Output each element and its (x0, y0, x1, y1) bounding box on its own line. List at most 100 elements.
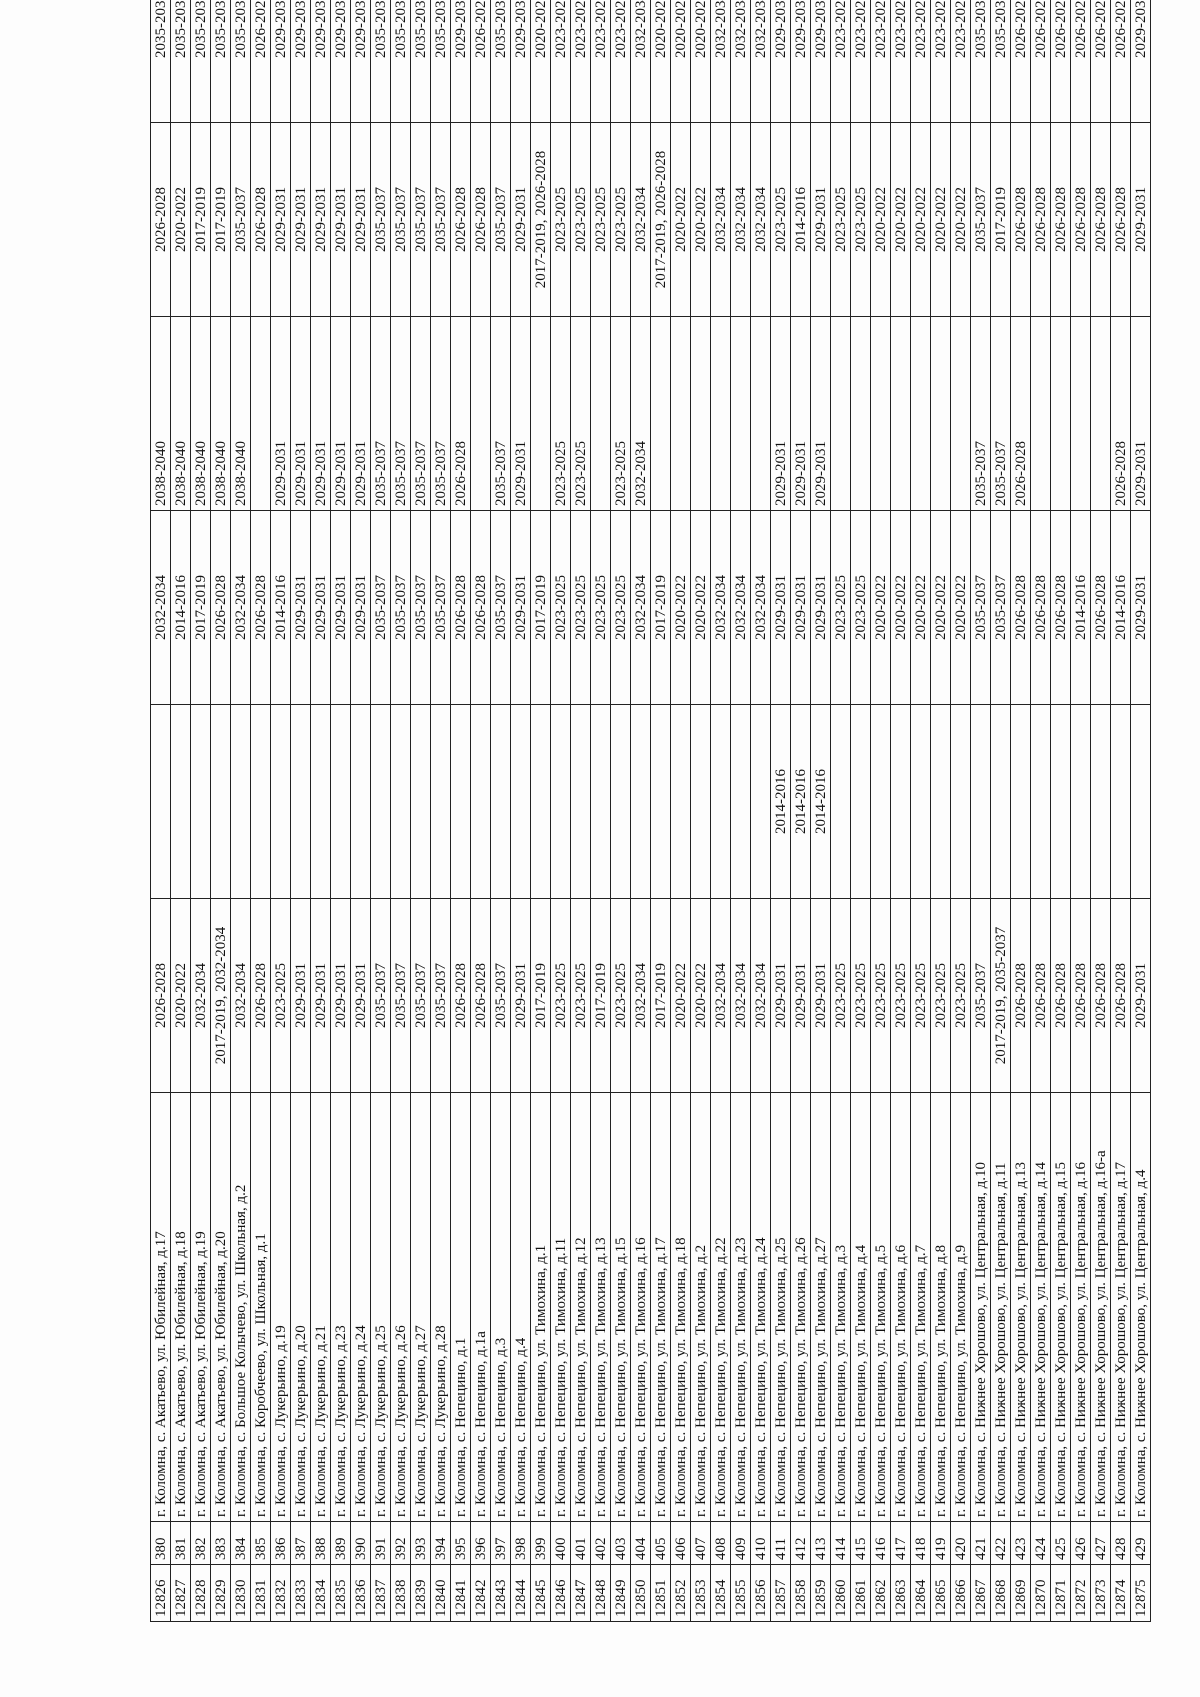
cell-c5: 2020-2022 (950, 122, 971, 317)
cell-addr: г. Коломна, с. Нижнее Хорошово, ул. Цент… (1090, 1092, 1111, 1522)
cell-c3: 2020-2022 (870, 510, 891, 705)
cell-id: 12874 (1110, 1564, 1131, 1622)
cell-c2 (350, 704, 371, 899)
cell-id: 12832 (270, 1564, 291, 1622)
cell-c5: 2029-2031 (810, 122, 831, 317)
cell-num: 422 (990, 1521, 1011, 1565)
cell-id: 12863 (890, 1564, 911, 1622)
cell-c6: 2029-2031 (310, 0, 331, 123)
cell-id: 12834 (310, 1564, 331, 1622)
cell-id: 12852 (670, 1564, 691, 1622)
cell-c3: 2029-2031 (310, 510, 331, 705)
cell-c5: 2026-2028 (1110, 122, 1131, 317)
cell-id: 12853 (690, 1564, 711, 1622)
cell-c2 (1130, 704, 1151, 899)
cell-c3: 2020-2022 (670, 510, 691, 705)
cell-c4: 2029-2031 (1130, 316, 1151, 511)
cell-c1: 2026-2028 (470, 898, 491, 1093)
cell-c1: 2023-2025 (910, 898, 931, 1093)
cell-c6: 2029-2031 (790, 0, 811, 123)
cell-c6: 2023-2025 (870, 0, 891, 123)
cell-addr: г. Коломна, с. Лукерьино, д.28 (430, 1092, 451, 1522)
cell-addr: г. Коломна, с. Акатьево, ул. Юбилейная, … (210, 1092, 231, 1522)
cell-c5: 2026-2028 (150, 122, 171, 317)
cell-c4: 2023-2025 (550, 316, 571, 511)
cell-c5: 2026-2028 (1090, 122, 1111, 317)
cell-c2 (990, 704, 1011, 899)
cell-c5: 2029-2031 (330, 122, 351, 317)
cell-num: 417 (890, 1521, 911, 1565)
cell-c4: 2035-2037 (410, 316, 431, 511)
cell-c4: 2035-2037 (390, 316, 411, 511)
cell-addr: г. Коломна, с. Большое Колычево, ул. Шко… (230, 1092, 251, 1522)
cell-c2 (1070, 704, 1091, 899)
cell-c3: 2032-2034 (710, 510, 731, 705)
cell-addr: г. Коломна, с. Лукерьино, д.24 (350, 1092, 371, 1522)
cell-c2 (830, 704, 851, 899)
cell-c4: 2026-2028 (1110, 316, 1131, 511)
cell-num: 410 (750, 1521, 771, 1565)
cell-c1: 2026-2028 (1030, 898, 1051, 1093)
cell-c5: 2035-2037 (370, 122, 391, 317)
cell-id: 12847 (570, 1564, 591, 1622)
cell-c3: 2035-2037 (390, 510, 411, 705)
cell-c6: 2032-2034 (710, 0, 731, 123)
cell-c5: 2020-2022 (170, 122, 191, 317)
cell-c4: 2026-2028 (1010, 316, 1031, 511)
cell-num: 385 (250, 1521, 271, 1565)
cell-c1: 2029-2031 (770, 898, 791, 1093)
cell-num: 425 (1050, 1521, 1071, 1565)
cell-addr: г. Коломна, с. Непецино, ул. Тимохина, д… (830, 1092, 851, 1522)
cell-c6: 2020-2022 (530, 0, 551, 123)
cell-num: 416 (870, 1521, 891, 1565)
cell-c3: 2023-2025 (830, 510, 851, 705)
cell-c2 (570, 704, 591, 899)
cell-addr: г. Коломна, с. Акатьево, ул. Юбилейная, … (190, 1092, 211, 1522)
cell-addr: г. Коломна, с. Непецино, ул. Тимохина, д… (630, 1092, 651, 1522)
cell-id: 12862 (870, 1564, 891, 1622)
cell-c5: 2023-2025 (550, 122, 571, 317)
cell-c2 (510, 704, 531, 899)
cell-c6: 2020-2022 (690, 0, 711, 123)
cell-num: 415 (850, 1521, 871, 1565)
cell-addr: г. Коломна, с. Непецино, ул. Тимохина, д… (570, 1092, 591, 1522)
cell-id: 12860 (830, 1564, 851, 1622)
cell-num: 402 (590, 1521, 611, 1565)
cell-c4: 2029-2031 (270, 316, 291, 511)
cell-c4 (890, 316, 911, 511)
cell-c2 (370, 704, 391, 899)
cell-c4 (1050, 316, 1071, 511)
cell-c5: 2017-2019 (190, 122, 211, 317)
cell-addr: г. Коломна, с. Лукерьино, д.25 (370, 1092, 391, 1522)
cell-c3: 2026-2028 (450, 510, 471, 705)
cell-c6: 2023-2025 (950, 0, 971, 123)
cell-c5: 2020-2022 (690, 122, 711, 317)
cell-c5: 2020-2022 (870, 122, 891, 317)
cell-c3: 2017-2019 (530, 510, 551, 705)
cell-c2: 2014-2016 (770, 704, 791, 899)
cell-c4 (710, 316, 731, 511)
cell-addr: г. Коломна, с. Непецино, д.1а (470, 1092, 491, 1522)
cell-addr: г. Коломна, с. Непецино, ул. Тимохина, д… (710, 1092, 731, 1522)
cell-c2 (950, 704, 971, 899)
cell-c4 (870, 316, 891, 511)
cell-num: 380 (150, 1521, 171, 1565)
cell-addr: г. Коломна, с. Непецино, ул. Тимохина, д… (930, 1092, 951, 1522)
cell-addr: г. Коломна, с. Лукерьино, д.27 (410, 1092, 431, 1522)
cell-c6: 2035-2037 (990, 0, 1011, 123)
cell-c6: 2026-2028 (1030, 0, 1051, 123)
cell-c1: 2026-2028 (1110, 898, 1131, 1093)
cell-num: 391 (370, 1521, 391, 1565)
cell-addr: г. Коломна, с. Непецино, ул. Тимохина, д… (590, 1092, 611, 1522)
cell-id: 12869 (1010, 1564, 1031, 1622)
cell-c4: 2029-2031 (810, 316, 831, 511)
cell-addr: г. Коломна, с. Непецино, ул. Тимохина, д… (690, 1092, 711, 1522)
cell-c4 (530, 316, 551, 511)
cell-c5: 2026-2028 (450, 122, 471, 317)
cell-id: 12849 (610, 1564, 631, 1622)
cell-id: 12841 (450, 1564, 471, 1622)
